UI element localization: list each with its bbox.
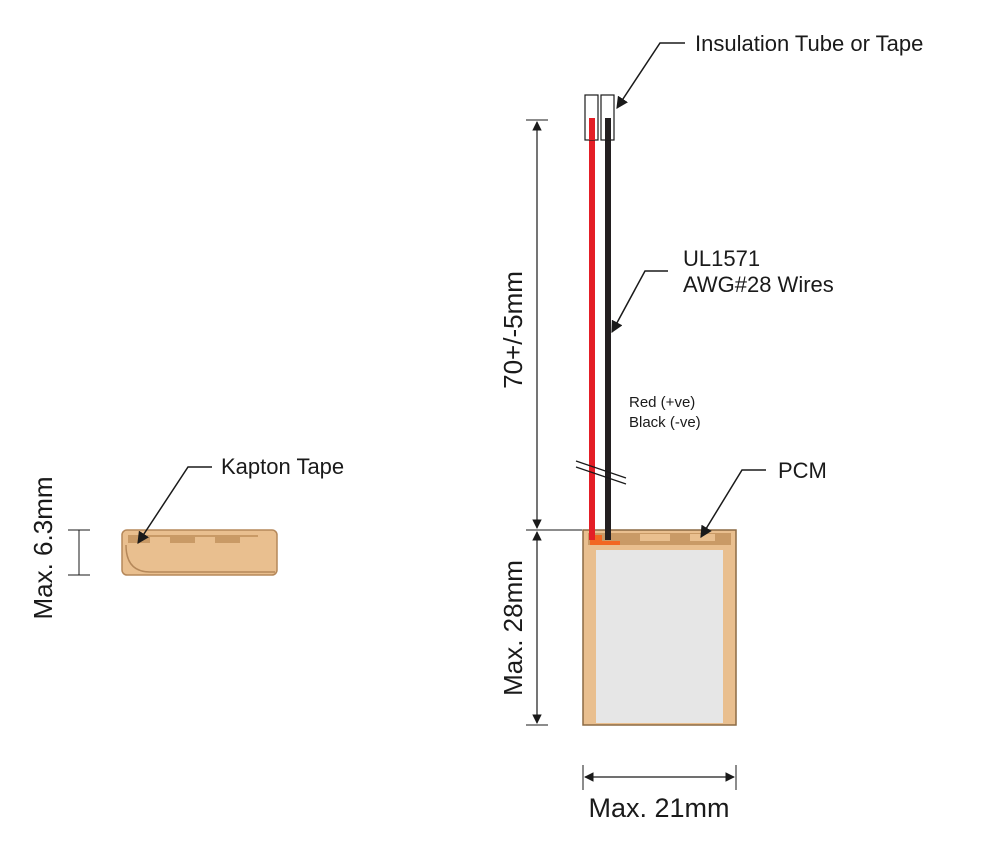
- max-width-label: Max. 21mm: [588, 793, 729, 823]
- side-kapton-strip: [195, 537, 215, 545]
- break-mark: [575, 460, 627, 479]
- side-kapton-strip: [128, 535, 258, 543]
- cell-face: [596, 550, 723, 723]
- pcm-pad: [640, 534, 670, 541]
- max-height-label: Max. 28mm: [498, 560, 528, 696]
- kapton-leader: [137, 466, 212, 545]
- wire-spec-leader: [611, 270, 668, 334]
- wire-length-label: 70+/-5mm: [498, 271, 528, 389]
- kapton-tape-label: Kapton Tape: [221, 454, 344, 479]
- side-kapton-strip: [150, 537, 170, 545]
- red-polarity-label: Red (+ve): [629, 394, 695, 411]
- pcm-label: PCM: [778, 458, 827, 483]
- max-thickness-label: Max. 6.3mm: [28, 476, 58, 619]
- pcm-orange-trace: [590, 535, 620, 545]
- insulation-leader: [616, 42, 685, 110]
- black-polarity-label: Black (-ve): [629, 414, 701, 431]
- pcm-leader: [700, 469, 766, 539]
- wire-spec-label-line1: UL1571: [683, 246, 760, 271]
- break-mark: [575, 466, 627, 485]
- wire-spec-label-line2: AWG#28 Wires: [683, 272, 834, 297]
- side-view-bottom-curve: [125, 544, 275, 573]
- insulation-label: Insulation Tube or Tape: [695, 31, 923, 56]
- side-view: Max. 6.3mm Kapton Tape: [28, 454, 344, 620]
- front-view: 70+/-5mm Max. 28mm Max. 21mm Insulation …: [498, 31, 923, 823]
- side-kapton-strip: [240, 537, 260, 545]
